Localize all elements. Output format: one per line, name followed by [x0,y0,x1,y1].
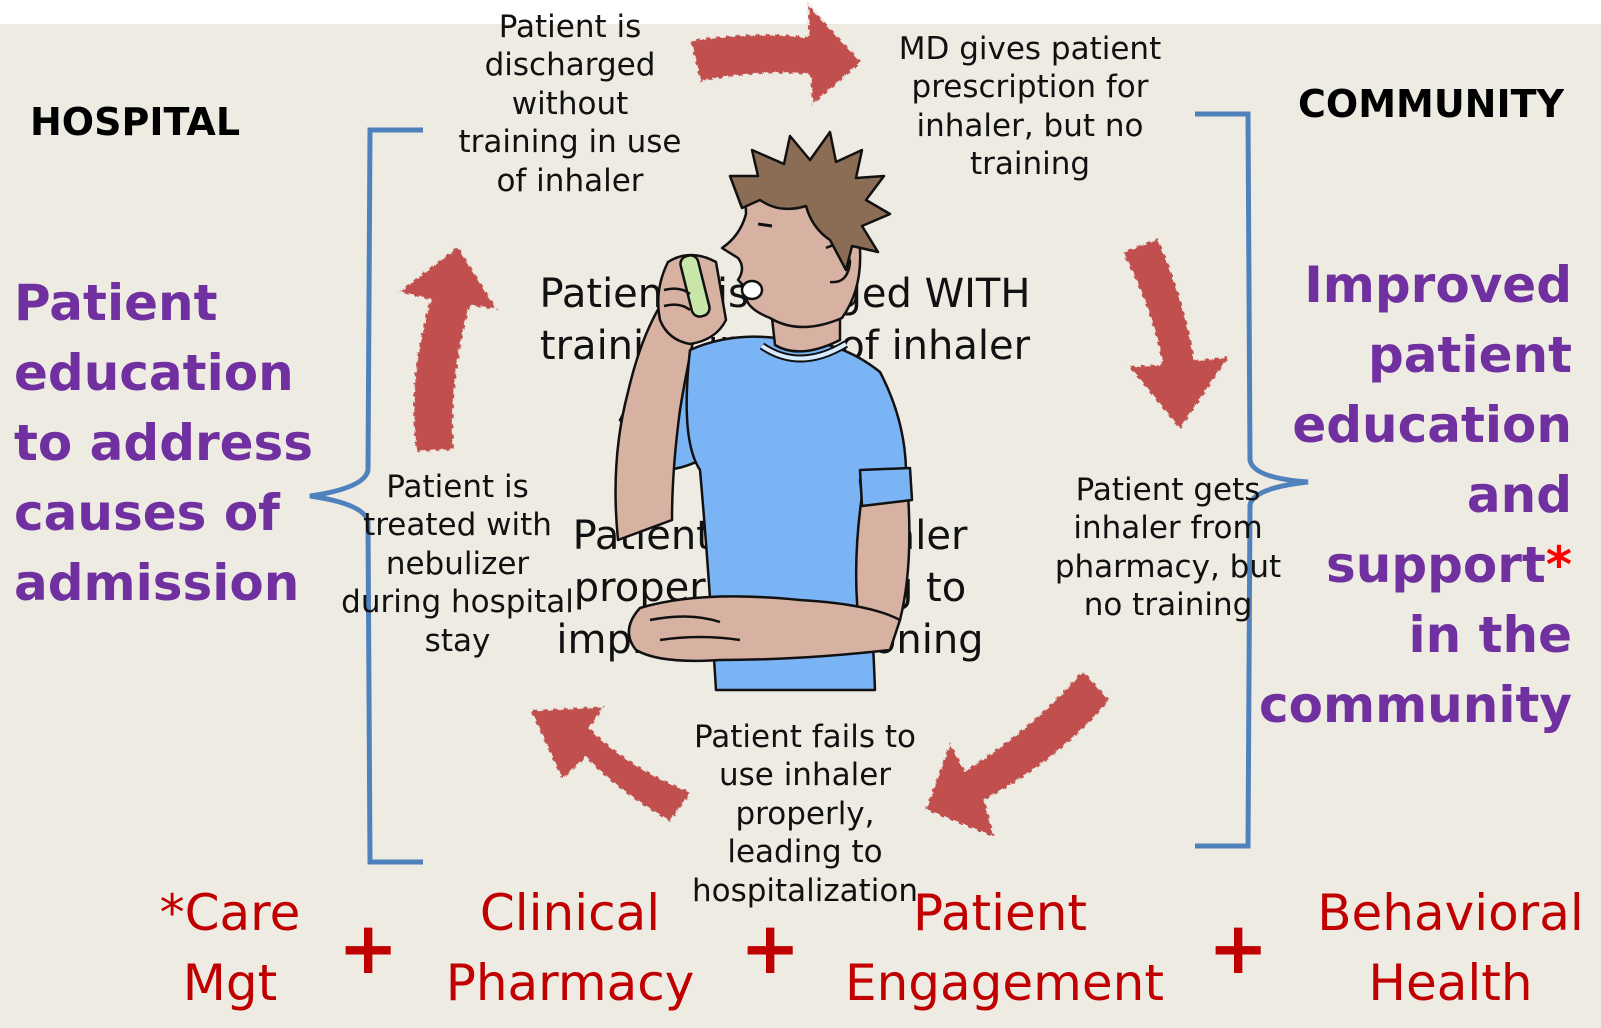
community-intervention-text: Improved patient education and support* … [1259,250,1572,740]
bottom-item-patient-engagement: Patient Engagement [845,878,1155,1018]
cycle-step-nebulizer: Patient is treated with nebulizer during… [325,468,590,660]
arrow-upper-left [398,246,498,452]
arrow-lower-right [925,670,1110,838]
hospital-intervention-text: Patient education to address causes of a… [14,268,313,618]
bottom-item-care-mgt: *Care Mgt [130,878,330,1018]
arrow-top [690,4,862,106]
plus-sign-2: + [740,912,800,984]
bottom-item-clinical-pharmacy: Clinical Pharmacy [440,878,700,1018]
arrow-upper-right [1122,238,1230,430]
bottom-item-behavioral-health: Behavioral Health [1308,878,1593,1018]
cycle-step-md-prescription: MD gives patient prescription for inhale… [880,30,1180,184]
asterisk-marker: * [1546,536,1572,594]
plus-sign-1: + [338,912,398,984]
cycle-step-discharged-without-training: Patient is discharged without training i… [430,8,710,200]
plus-sign-3: + [1208,912,1268,984]
person-using-inhaler-icon [616,132,912,690]
